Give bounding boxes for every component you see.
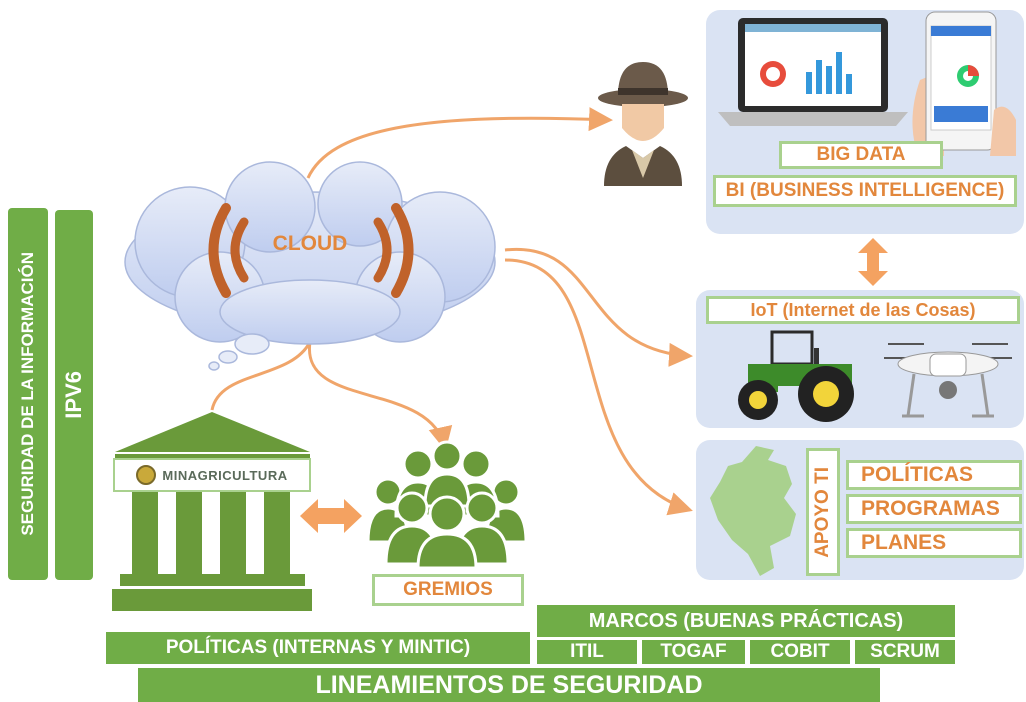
- cloud-label: CLOUD: [272, 232, 348, 255]
- arrow-cloud-to-gremios: [308, 341, 453, 451]
- drone-icon: [884, 343, 1012, 418]
- iot-label: IoT (Internet de las Cosas): [706, 296, 1020, 324]
- security-bar: SEGURIDAD DE LA INFORMACIÓN: [8, 208, 48, 580]
- ministry-building-icon: [112, 412, 312, 611]
- people-group-icon: [366, 440, 528, 570]
- phone-dashboard-icon: [912, 11, 1016, 156]
- tractor-icon: [738, 330, 854, 422]
- double-arrow-horizontal-icon: [300, 499, 362, 533]
- big-data-label: BIG DATA: [779, 141, 943, 169]
- ministry-sign: MINAGRICULTURA: [113, 458, 311, 492]
- ipv6-bar: IPV6: [55, 210, 93, 580]
- scrum-bar: SCRUM: [855, 640, 955, 664]
- togaf-bar: TOGAF: [642, 640, 745, 664]
- wifi-waves-icon: [208, 203, 414, 298]
- arrow-cloud-to-farmer: [306, 107, 613, 179]
- cobit-bar: COBIT: [750, 640, 850, 664]
- politicas-label: POLÍTICAS: [846, 460, 1022, 490]
- apoyo-ti-label: APOYO TI: [806, 448, 840, 576]
- farmer-avatar-icon: [598, 62, 688, 186]
- colombia-map-icon: [710, 446, 796, 576]
- programas-label: PROGRAMAS: [846, 494, 1022, 524]
- politicas-internas-bar: POLÍTICAS (INTERNAS Y MINTIC): [106, 632, 530, 664]
- apoyo-ti-text: APOYO TI: [812, 466, 833, 558]
- laptop-dashboard-icon: [718, 18, 908, 126]
- arrow-cloud-to-iot: [504, 247, 693, 367]
- colombia-shield-icon: [136, 465, 157, 485]
- bi-label: BI (BUSINESS INTELLIGENCE): [713, 175, 1017, 207]
- ministry-name: MINAGRICULTURA: [162, 467, 288, 483]
- planes-label: PLANES: [846, 528, 1022, 558]
- ipv6-bar-label: IPV6: [61, 371, 86, 419]
- marcos-bar: MARCOS (BUENAS PRÁCTICAS): [537, 605, 955, 637]
- arrow-cloud-to-apoyo: [504, 258, 693, 516]
- double-arrow-vertical-icon: [858, 238, 888, 286]
- itil-bar: ITIL: [537, 640, 637, 664]
- gremios-label: GREMIOS: [372, 574, 524, 606]
- security-bar-label: SEGURIDAD DE LA INFORMACIÓN: [18, 252, 37, 536]
- lineamientos-bar: LINEAMIENTOS DE SEGURIDAD: [138, 668, 880, 702]
- line-cloud-to-ministry: [210, 341, 312, 411]
